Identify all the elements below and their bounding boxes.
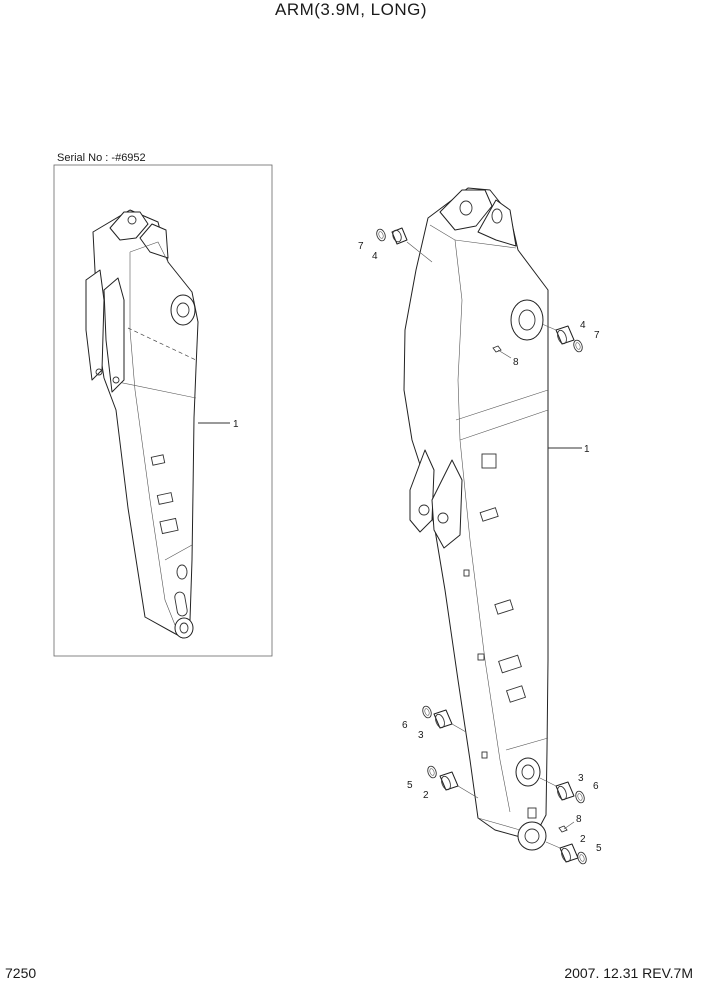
hardware-parts (376, 227, 587, 865)
callout-grease-lower: 8 (576, 814, 582, 825)
serial-number-label: Serial No : -#6952 (57, 152, 146, 164)
main-arm-drawing (403, 187, 568, 851)
date-revision: 2007. 12.31 REV.7M (564, 965, 693, 981)
callout-mid-right-bushing: 3 (578, 773, 584, 784)
callout-low-right-seal: 5 (596, 843, 602, 854)
callout-top-left-bushing: 4 (372, 251, 378, 262)
callout-main-arm: 1 (584, 444, 590, 455)
callout-grease-upper: 8 (513, 357, 519, 368)
callout-low-left-bushing: 2 (423, 790, 429, 801)
callout-top-right-seal: 7 (594, 330, 600, 341)
callout-mid-right-seal: 6 (593, 781, 599, 792)
callout-low-left-seal: 5 (407, 780, 413, 791)
callout-top-left-seal: 7 (358, 241, 364, 252)
callout-mid-left-bushing: 3 (418, 730, 424, 741)
page-code: 7250 (5, 965, 37, 981)
page-title: ARM(3.9M, LONG) (274, 0, 428, 19)
callout-inset-arm: 1 (233, 419, 239, 430)
callout-top-right-bushing: 4 (580, 320, 586, 331)
callout-mid-left-seal: 6 (402, 720, 408, 731)
inset-frame (53, 164, 273, 657)
inset-arm-drawing (85, 209, 199, 639)
callout-low-right-bushing: 2 (580, 834, 586, 845)
